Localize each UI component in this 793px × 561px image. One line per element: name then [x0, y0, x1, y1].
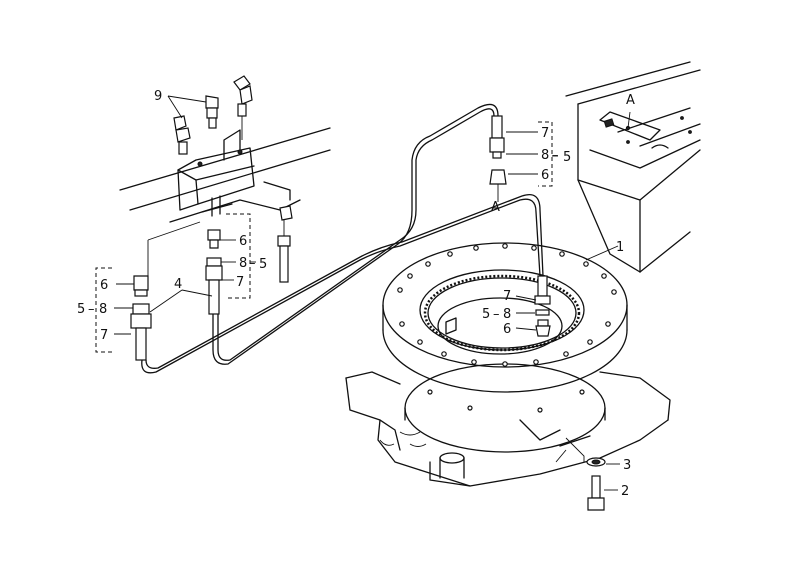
- callout-dash-upper-right: –: [552, 148, 559, 163]
- callout-8-block: 8: [239, 256, 247, 271]
- callout-dash-center: –: [493, 307, 500, 322]
- callout-8-upper-right: 8: [541, 148, 549, 163]
- callout-2: 2: [621, 484, 629, 499]
- callout-6-center: 6: [503, 322, 511, 337]
- elbow-fittings: [167, 75, 253, 155]
- valve-block: [119, 127, 331, 223]
- callout-1: 1: [616, 240, 624, 255]
- callout-5-upper-right: 5: [563, 150, 571, 165]
- bolt-holes: [397, 243, 617, 413]
- leader-4: [149, 289, 213, 313]
- callout-labels: 9 7 8 – 5 6 A 1 6 8 – 5 7 4 6 5 – 8 7 7 …: [77, 89, 631, 499]
- callout-6-block: 6: [239, 234, 247, 249]
- callout-6-upper-right: 6: [541, 168, 549, 183]
- callout-8-left: 8: [99, 302, 107, 317]
- side-fitting: [277, 205, 293, 283]
- swing-bearing: [382, 242, 628, 453]
- bolt-and-washer: [586, 457, 620, 511]
- fitting-stack-left: [95, 221, 201, 361]
- detail-a-label-bottom: A: [491, 200, 500, 215]
- callout-9: 9: [154, 89, 162, 104]
- fitting-stack-upper: [205, 213, 256, 315]
- callout-5-center: 5: [482, 307, 490, 322]
- upper-frame: A: [565, 61, 701, 273]
- fitting-stack-right: [489, 115, 558, 202]
- center-fittings: [515, 275, 551, 337]
- callout-dash-block: –: [249, 256, 256, 271]
- detail-a-label-top: A: [626, 93, 635, 108]
- callout-5-left: 5: [77, 302, 85, 317]
- hoses: [141, 103, 544, 374]
- callout-6-left: 6: [100, 278, 108, 293]
- callout-5-block: 5: [259, 257, 267, 272]
- callout-3: 3: [623, 458, 631, 473]
- callout-dash-left: –: [88, 302, 95, 317]
- callout-4: 4: [174, 277, 182, 292]
- callout-7-left: 7: [100, 328, 108, 343]
- callout-8-center: 8: [503, 307, 511, 322]
- callout-7-upper-right: 7: [541, 126, 549, 141]
- callout-7-block: 7: [236, 275, 244, 290]
- lower-frame: [345, 371, 671, 487]
- callout-7-center: 7: [503, 289, 511, 304]
